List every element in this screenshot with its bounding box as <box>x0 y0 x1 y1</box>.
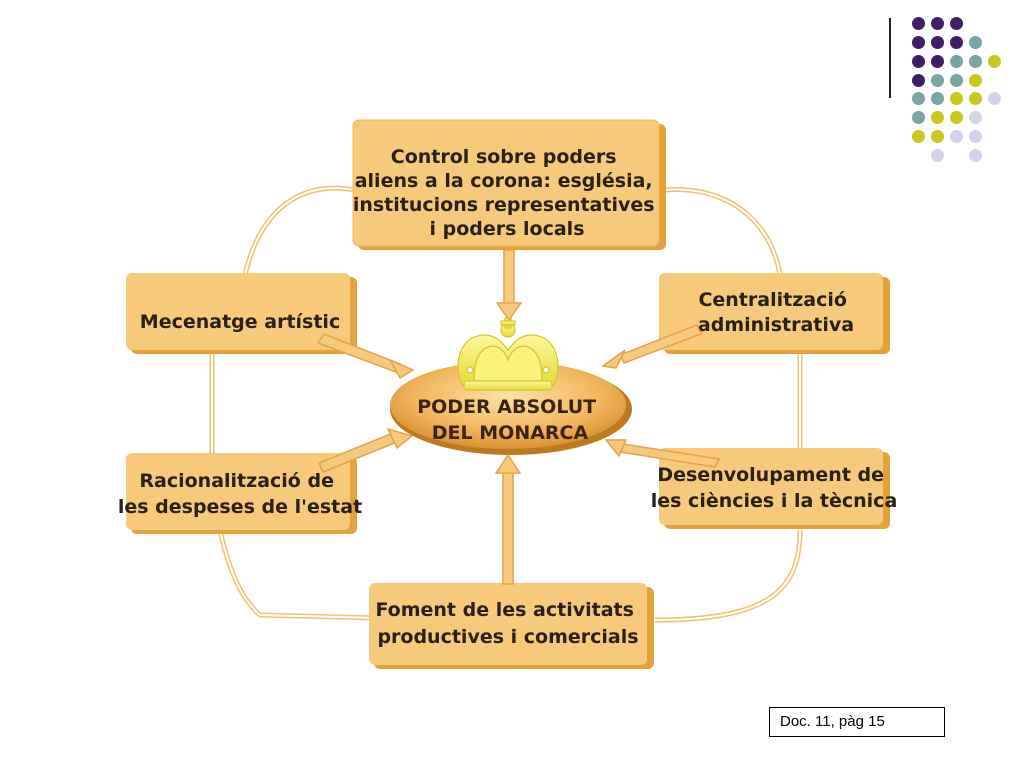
box-bottom-line-2: productives i comercials <box>377 626 638 648</box>
dot <box>912 130 925 143</box>
dot <box>969 149 982 162</box>
dot <box>931 17 944 30</box>
dot <box>912 111 925 124</box>
svg-text:PODER ABSOLUT DEL MONARC: PODER ABSOLUT DEL MONARCA <box>417 396 603 444</box>
dot <box>950 111 963 124</box>
box-top-line-3: institucions representatives <box>353 194 655 216</box>
document-caption: Doc. 11, pàg 15 <box>769 707 945 737</box>
box-bottom-line-1: Foment de les activitats <box>375 599 633 621</box>
box-racionalitzacio: Racionalització de les despeses de l'est… <box>118 453 362 534</box>
dot <box>950 55 963 68</box>
dot <box>931 149 944 162</box>
box-centralitzacio: Centralització administrativa <box>659 273 890 354</box>
dot <box>950 36 963 49</box>
dot <box>950 92 963 105</box>
dot <box>931 36 944 49</box>
arrow-from-right-top <box>601 324 703 369</box>
dot <box>912 92 925 105</box>
dot <box>969 92 982 105</box>
box-top-line-1: Control sobre poders <box>391 146 617 168</box>
box-right-top-line-1: Centralització <box>698 289 846 311</box>
dot <box>931 92 944 105</box>
dot <box>950 130 963 143</box>
dot <box>969 55 982 68</box>
box-right-top-line-2: administrativa <box>698 314 854 336</box>
dot <box>912 74 925 87</box>
dot <box>912 17 925 30</box>
center-title-line-2: DEL MONARCA <box>432 422 589 444</box>
svg-text:Racionalització de les d: Racionalització de les despeses de l'est… <box>118 470 362 518</box>
dot <box>912 55 925 68</box>
box-right-bottom-line-2: les ciències i la tècnica <box>651 490 898 512</box>
box-right-bottom-line-1: Desenvolupament de <box>657 464 884 486</box>
svg-text:Centralització administr: Centralització administrativa <box>698 289 854 336</box>
box-left-top-line-1: Mecenatge artístic <box>140 311 340 333</box>
decorative-vertical-line <box>889 18 891 98</box>
box-foment: Foment de les activitats productives i c… <box>369 583 654 669</box>
box-control-poders: Control sobre poders aliens a la corona:… <box>352 119 666 250</box>
center-title-line-1: PODER ABSOLUT <box>417 396 596 418</box>
svg-text:Mecenatge artístic: Mecenatge artístic <box>140 311 340 333</box>
dot <box>931 74 944 87</box>
box-top-line-4: i poders locals <box>429 218 584 240</box>
dot <box>969 130 982 143</box>
box-left-bottom-line-1: Racionalització de <box>139 470 334 492</box>
svg-text:Desenvolupament de les c: Desenvolupament de les ciències i la tèc… <box>651 464 898 512</box>
dot <box>988 92 1001 105</box>
dot <box>950 74 963 87</box>
box-left-bottom-line-2: les despeses de l'estat <box>118 496 362 518</box>
dot <box>988 55 1001 68</box>
arrow-from-left-bottom <box>317 427 414 473</box>
dot <box>931 111 944 124</box>
svg-text:Control sobre poders ali: Control sobre poders aliens a la corona:… <box>353 146 661 240</box>
svg-text:Foment de les activitats: Foment de les activitats productives i c… <box>375 599 640 648</box>
dot <box>969 36 982 49</box>
box-top-line-2: aliens a la corona: església, <box>355 170 653 192</box>
arrows <box>316 249 721 585</box>
arrow-from-right-bottom <box>604 439 721 468</box>
box-mecenatge: Mecenatge artístic <box>126 273 357 354</box>
center-ellipse: PODER ABSOLUT DEL MONARCA <box>390 361 632 455</box>
crown-icon <box>457 317 559 391</box>
arrow-from-left-top <box>316 333 415 380</box>
dot <box>931 130 944 143</box>
arrow-from-top <box>495 249 523 322</box>
dot <box>969 111 982 124</box>
dot <box>950 17 963 30</box>
dot <box>969 74 982 87</box>
dot <box>912 36 925 49</box>
arrow-from-bottom <box>494 453 522 585</box>
dot <box>931 55 944 68</box>
